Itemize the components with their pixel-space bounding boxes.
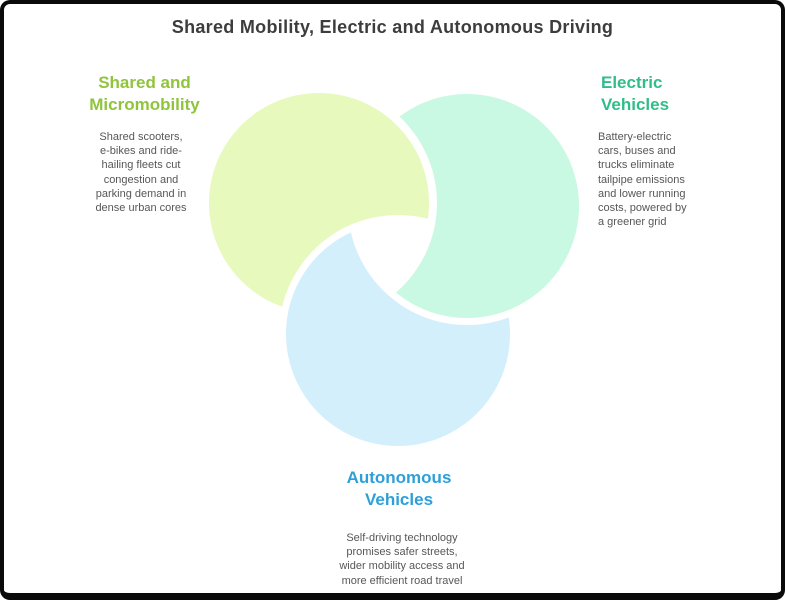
page-title: Shared Mobility, Electric and Autonomous… xyxy=(171,17,614,37)
shared-label: Shared and Micromobility xyxy=(89,73,200,114)
shared-description: Shared scooters, e-bikes and ride- haili… xyxy=(95,131,187,215)
autonomous-circle xyxy=(286,222,510,446)
autonomous-label: Autonomous Vehicles xyxy=(346,468,452,509)
autonomous-description: Self-driving technology promises safer s… xyxy=(339,532,465,587)
venn-diagram xyxy=(209,93,579,446)
electric-description: Battery-electric cars, buses and trucks … xyxy=(598,131,687,229)
electric-label: Electric Vehicles xyxy=(601,73,670,114)
